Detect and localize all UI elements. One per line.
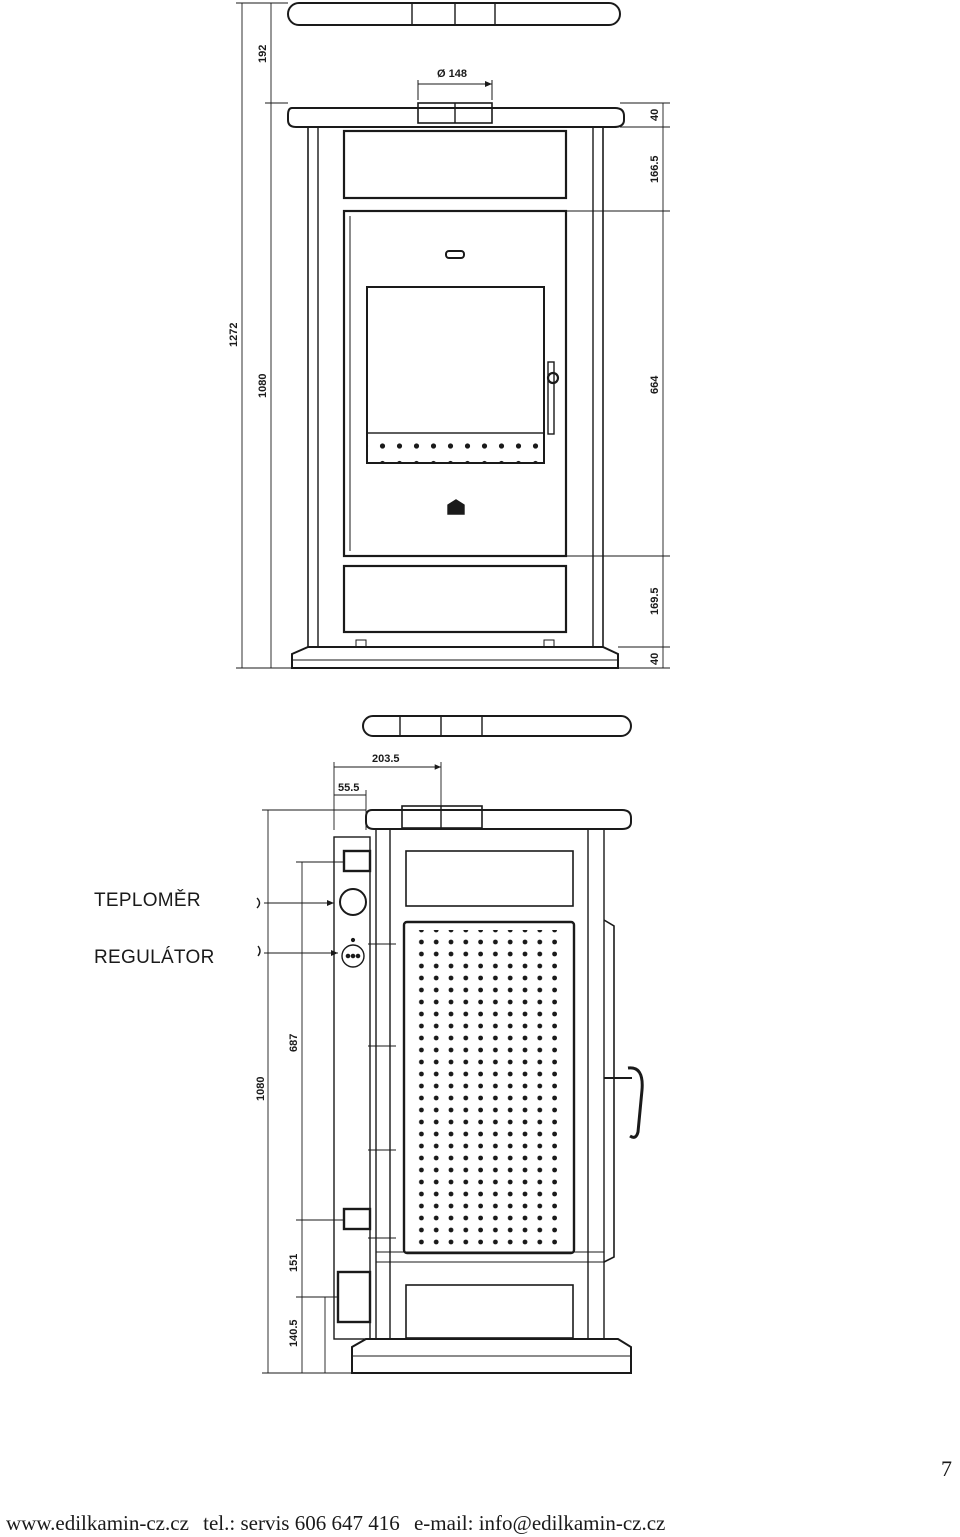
dim-side-lower: 151 xyxy=(288,1254,300,1272)
label-thermometer: TEPLOMĚR xyxy=(94,890,201,911)
side-perforated-panel xyxy=(402,920,576,1255)
dim-side-body-height: 1080 xyxy=(255,1077,267,1101)
footer: www.edilkamin-cz.cz tel.: servis 606 647… xyxy=(6,1511,674,1536)
front-body xyxy=(307,126,604,648)
front-top-slab xyxy=(287,107,625,128)
dim-top-cap: 192 xyxy=(257,45,269,63)
side-lower-connector xyxy=(342,1207,372,1231)
dim-body-height: 1080 xyxy=(257,374,269,398)
front-upper-panel xyxy=(342,129,568,200)
thermometer-dial xyxy=(339,888,367,916)
dim-right-bottom: 40 xyxy=(649,653,661,665)
dim-right-middle: 664 xyxy=(649,375,661,394)
dim-inlet-height: 687 xyxy=(288,1034,300,1052)
front-top-cap-plan xyxy=(287,2,621,26)
dim-right-top: 40 xyxy=(649,109,661,121)
front-dimensions xyxy=(236,2,670,669)
side-rear-outlet xyxy=(336,1270,372,1324)
footer-phone: tel.: servis 606 647 416 xyxy=(203,1511,400,1535)
side-upper-connector xyxy=(342,849,372,873)
dim-flue-offset: 55.5 xyxy=(338,782,359,794)
footer-website[interactable]: www.edilkamin-cz.cz xyxy=(6,1511,189,1535)
side-top-slab xyxy=(365,809,632,830)
side-view xyxy=(256,715,644,1374)
side-base xyxy=(351,1338,632,1374)
side-lower-panel xyxy=(405,1284,574,1339)
side-upper-panel xyxy=(405,850,574,907)
dim-diameter: Ø 148 xyxy=(437,68,467,80)
side-dimensions xyxy=(262,809,366,1374)
dim-right-lower: 169.5 xyxy=(649,587,661,615)
side-top-cap-plan xyxy=(362,715,632,737)
front-lower-panel xyxy=(342,564,568,634)
dim-flue-depth: 203.5 xyxy=(372,753,400,765)
side-door-handle xyxy=(627,1066,644,1139)
front-base xyxy=(291,646,619,669)
front-ash-grill xyxy=(366,432,545,464)
page-number: 7 xyxy=(941,1456,952,1481)
label-regulator: REGULÁTOR xyxy=(94,947,215,968)
side-rear-column xyxy=(333,836,371,1340)
dim-side-bottom: 140.5 xyxy=(288,1319,300,1347)
footer-email[interactable]: e-mail: info@edilkamin-cz.cz xyxy=(413,1511,666,1535)
front-door xyxy=(342,209,568,558)
regulator-knob xyxy=(341,944,365,968)
dim-overall-height: 1272 xyxy=(228,323,240,347)
front-view xyxy=(287,2,625,669)
dim-right-upper: 166.5 xyxy=(649,155,661,183)
